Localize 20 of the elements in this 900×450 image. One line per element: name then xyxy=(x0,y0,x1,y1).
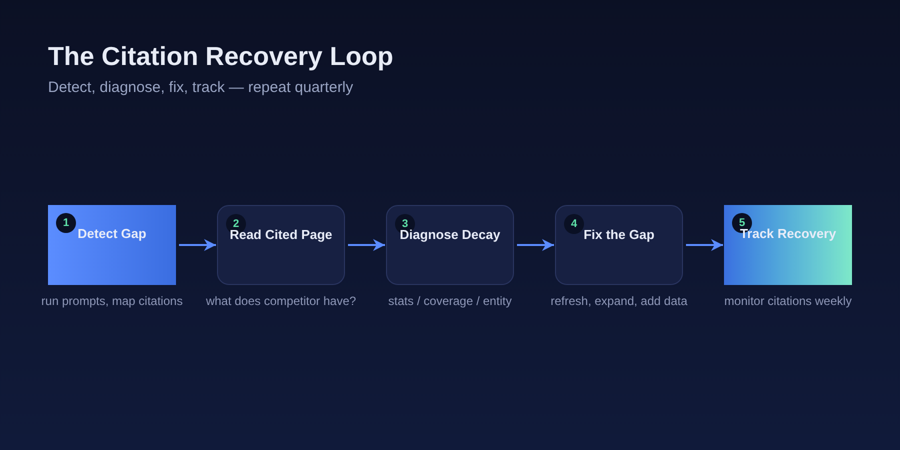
step-box xyxy=(555,205,683,285)
arrow xyxy=(686,239,723,251)
step-caption: stats / coverage / entity xyxy=(388,293,512,309)
arrow xyxy=(179,239,216,251)
step-number-badge: 4 xyxy=(564,214,584,234)
step-caption: refresh, expand, add data xyxy=(550,293,688,309)
subtitle: Detect, diagnose, fix, track — repeat quarterly xyxy=(48,78,354,98)
step-box xyxy=(724,205,852,285)
step-box xyxy=(217,205,345,285)
step-number-badge: 1 xyxy=(56,213,76,233)
diagram-title: The Citation Recovery Loop xyxy=(48,40,394,72)
step-caption: run prompts, map citations xyxy=(41,293,183,309)
step-box xyxy=(386,205,514,285)
arrow xyxy=(348,239,385,251)
step-caption: what does competitor have? xyxy=(206,293,356,309)
step-caption: monitor citations weekly xyxy=(724,293,852,309)
step-title: Fix the Gap xyxy=(582,227,656,243)
step-box xyxy=(48,205,176,285)
step-title: Detect Gap xyxy=(76,226,148,242)
arrow xyxy=(517,239,554,251)
